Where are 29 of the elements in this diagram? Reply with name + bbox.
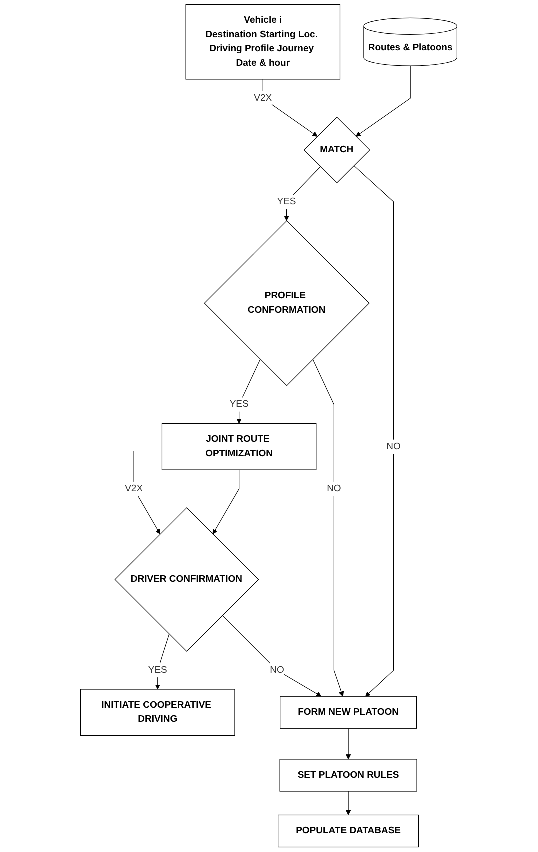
node-box: INITIATE COOPERATIVE DRIVING	[80, 689, 236, 736]
arrow	[346, 791, 352, 816]
edge-label: NO	[386, 442, 401, 452]
edge-label: YES	[230, 399, 249, 410]
arrow	[354, 166, 394, 697]
node-box: Vehicle i Destination Starting Loc. Driving Profile Journey Date & hour	[186, 4, 341, 80]
node-box: SET PLATOON RULES	[280, 759, 418, 792]
edge-label: YES	[148, 665, 168, 676]
arrow	[134, 451, 161, 535]
node-box: FORM NEW PLATOON	[280, 696, 418, 729]
arrow	[312, 359, 344, 697]
edge-label: NO	[327, 484, 342, 494]
arrow	[356, 66, 411, 137]
node-diamond: MATCH	[304, 117, 370, 184]
edge-label: YES	[277, 196, 296, 207]
node-diamond: PROFILE CONFORMATION	[204, 220, 370, 386]
edge-label: V2X	[125, 484, 144, 494]
node-diamond: DRIVER CONFIRMATION	[114, 508, 260, 652]
arrow	[212, 470, 240, 535]
arrow	[155, 634, 170, 690]
arrow	[284, 166, 322, 222]
arrow	[236, 359, 261, 424]
arrow	[262, 79, 318, 137]
node-box: POPULATE DATABASE	[278, 814, 420, 848]
edge-label: NO	[270, 665, 284, 676]
arrow	[346, 728, 352, 760]
node-box: JOINT ROUTE OPTIMIZATION	[162, 423, 317, 470]
arrow	[222, 615, 322, 697]
edge-label: V2X	[254, 93, 272, 104]
